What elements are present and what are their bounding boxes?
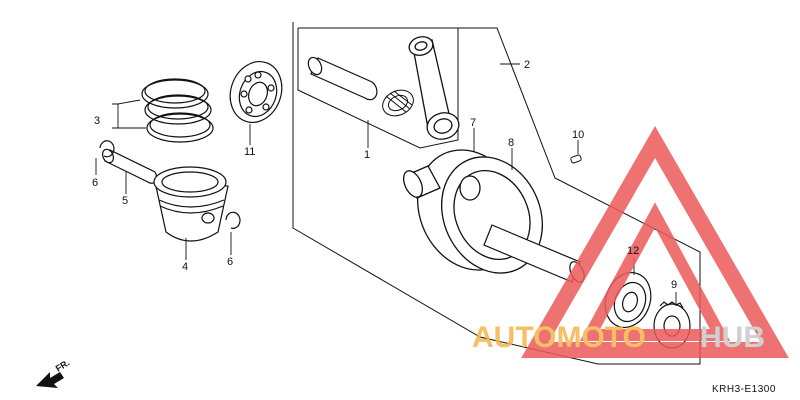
watermark-triangle-inner — [579, 202, 731, 341]
front-direction-arrow: FR. — [36, 358, 71, 388]
needle-bearing — [382, 89, 414, 117]
crank-pin — [307, 56, 378, 101]
assembly-outline — [292, 22, 701, 365]
part-label: 8 — [508, 137, 514, 149]
connecting-rod — [408, 36, 460, 140]
part-label: 9 — [671, 279, 677, 291]
part-label: 4 — [182, 261, 188, 273]
figure-code: KRH3-E1300 — [712, 384, 776, 395]
part-label: 6 — [92, 177, 98, 189]
watermark: AUTOMOTO HUB — [472, 125, 789, 358]
part-label: 2 — [524, 59, 530, 71]
part-label: 12 — [627, 245, 639, 257]
con-rod-kit-outline — [297, 27, 459, 149]
part-label: 10 — [572, 129, 584, 141]
part-label: 3 — [94, 115, 100, 127]
part-label: 11 — [244, 146, 255, 158]
part-label: 6 — [227, 256, 233, 268]
cam-chain-sprocket — [653, 301, 691, 349]
piston-pin — [101, 148, 158, 184]
part-label: 7 — [470, 117, 476, 129]
direction-label: FR. — [54, 358, 72, 374]
part-labels: 1 2 3 4 5 6 6 7 8 9 10 11 12 — [92, 59, 677, 291]
woodruff-key — [570, 154, 582, 164]
piston-rings — [141, 78, 214, 143]
watermark-text-2: HUB — [700, 321, 765, 354]
leader-lines — [95, 63, 677, 306]
clip-left — [99, 140, 115, 158]
clip-right — [225, 211, 241, 229]
piston — [153, 166, 229, 242]
part-label: 5 — [122, 195, 128, 207]
watermark-text-1: AUTOMOTO — [472, 321, 646, 354]
bearing-11 — [229, 61, 283, 123]
watermark-triangle-outer — [521, 125, 789, 358]
arrow-icon — [36, 372, 64, 388]
part-label: 1 — [364, 149, 370, 161]
